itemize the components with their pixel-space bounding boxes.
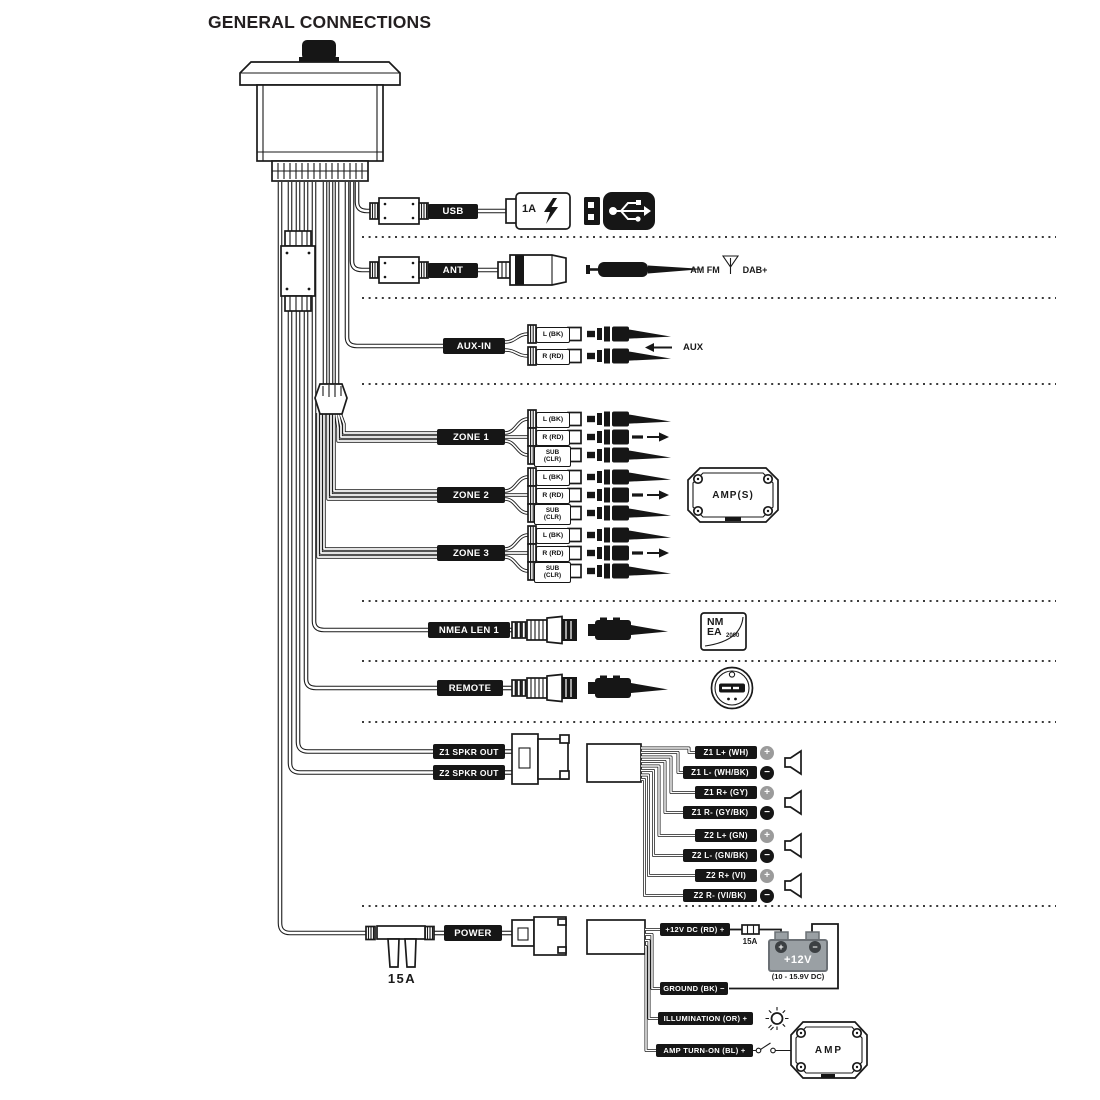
spkr-wire-label: Z2 R+ (VI) bbox=[695, 869, 757, 882]
ant-cable-label: ANT bbox=[428, 262, 478, 278]
power-label: POWER bbox=[444, 925, 502, 941]
speaker-icon bbox=[784, 873, 802, 898]
nmea-logo-line2: EA bbox=[707, 626, 722, 638]
inline-fuse-rating: 15A bbox=[387, 970, 417, 986]
v12-dc-label: +12V DC (RD) + bbox=[660, 923, 730, 936]
polarity-plus-icon: + bbox=[760, 745, 774, 760]
amp-box bbox=[790, 1021, 868, 1079]
remote-label: REMOTE bbox=[437, 680, 503, 696]
zone1-label: ZONE 1 bbox=[437, 429, 505, 445]
rca-plug bbox=[587, 326, 671, 364]
zone3-jack-l: L (BK) bbox=[536, 528, 570, 544]
spkr-wire-label: Z2 R- (VI/BK) bbox=[683, 889, 757, 902]
aux-jack-right: R (RD) bbox=[536, 349, 570, 365]
zone3-label: ZONE 3 bbox=[437, 545, 505, 561]
usb-amp-rating: 1A bbox=[522, 203, 537, 215]
ferrite-filter bbox=[280, 230, 316, 312]
battery-range: (10 - 15.9V DC) bbox=[771, 972, 825, 981]
zone1-jack-l: L (BK) bbox=[536, 412, 570, 428]
m12-connector bbox=[511, 615, 578, 645]
speaker-icon bbox=[784, 750, 802, 775]
power-fan-wires bbox=[643, 928, 663, 1052]
polarity-minus-icon: − bbox=[760, 848, 774, 863]
fuse-holder bbox=[365, 925, 435, 968]
illumination-label: ILLUMINATION (OR) + bbox=[658, 1012, 753, 1025]
nmea-logo-line1: NM bbox=[707, 616, 724, 628]
amp-turn-on-label: AMP TURN-ON (BL) + bbox=[656, 1044, 753, 1057]
bulb-icon bbox=[765, 1007, 789, 1031]
antenna-plug bbox=[586, 262, 704, 277]
ant-breakout-box bbox=[369, 256, 429, 284]
nmea-label: NMEA LEN 1 bbox=[428, 622, 510, 638]
zone2-label: ZONE 2 bbox=[437, 487, 505, 503]
usb-port-connector bbox=[505, 192, 571, 230]
amps-box-label: AMP(S) bbox=[712, 489, 754, 501]
speaker-icon bbox=[784, 790, 802, 815]
aux-jack-left: L (BK) bbox=[536, 327, 570, 343]
rotary-knob-icon bbox=[302, 40, 336, 60]
z1-spkr-out-label: Z1 SPKR OUT bbox=[433, 744, 505, 759]
aux-source-label: AUX bbox=[682, 341, 704, 353]
amps-box bbox=[687, 467, 779, 523]
usb-cable-label: USB bbox=[428, 203, 478, 219]
power-harness-connector bbox=[586, 919, 646, 955]
nmea-logo-year: 2000 bbox=[726, 633, 740, 639]
power-connector bbox=[511, 916, 567, 956]
zone3-jack-sub: SUB (CLR) bbox=[534, 562, 571, 583]
ground-label: GROUND (BK) − bbox=[660, 982, 728, 995]
polarity-plus-icon: + bbox=[760, 868, 774, 883]
lightning-bolt-icon bbox=[544, 198, 558, 224]
zone2-jack-sub: SUB (CLR) bbox=[534, 504, 571, 525]
arrow-left-icon bbox=[645, 343, 672, 352]
cable-splitter-boot bbox=[314, 383, 348, 415]
amp-box-label: AMP bbox=[814, 1044, 844, 1056]
spkr-wire-label: Z2 L- (GN/BK) bbox=[683, 849, 757, 862]
m12-connector bbox=[511, 673, 578, 703]
zone3-jack-r: R (RD) bbox=[536, 546, 570, 562]
aux-in-label: AUX-IN bbox=[443, 338, 505, 354]
zone1-jack-sub: SUB (CLR) bbox=[534, 446, 571, 467]
antenna-jack bbox=[497, 254, 567, 286]
usb-breakout-box bbox=[369, 197, 429, 225]
polarity-plus-icon: + bbox=[760, 828, 774, 843]
speaker-harness-connector bbox=[586, 743, 642, 783]
nmea2000-logo bbox=[700, 612, 747, 651]
zone-rca-plugs bbox=[587, 411, 671, 579]
spkr-wire-label: Z1 L+ (WH) bbox=[695, 746, 757, 759]
zone1-jack-r: R (RD) bbox=[536, 430, 570, 446]
spkr-wire-label: Z2 L+ (GN) bbox=[695, 829, 757, 842]
antenna-icon bbox=[721, 255, 740, 274]
speaker-icon bbox=[784, 833, 802, 858]
polarity-plus-icon: + bbox=[760, 785, 774, 800]
spkr-wire-label: Z1 R+ (GY) bbox=[695, 786, 757, 799]
m12-plug bbox=[588, 617, 668, 640]
radio-band-left: AM FM bbox=[690, 264, 720, 275]
z2-spkr-out-label: Z2 SPKR OUT bbox=[433, 765, 505, 780]
head-unit bbox=[239, 40, 401, 182]
battery-minus-terminal: − bbox=[809, 941, 821, 953]
radio-band-right: DAB+ bbox=[742, 264, 768, 275]
spkr-wire-label: Z1 L- (WH/BK) bbox=[683, 766, 757, 779]
battery-voltage: +12V bbox=[784, 954, 812, 966]
fuse-icon bbox=[741, 924, 760, 935]
speaker-connector bbox=[511, 733, 570, 785]
polarity-minus-icon: − bbox=[760, 805, 774, 820]
polarity-minus-icon: − bbox=[760, 765, 774, 780]
zone-fan-cables bbox=[316, 332, 530, 573]
v12-fuse-rating: 15A bbox=[742, 936, 758, 946]
zone2-jack-r: R (RD) bbox=[536, 488, 570, 504]
polarity-minus-icon: − bbox=[760, 888, 774, 903]
page-title: GENERAL CONNECTIONS bbox=[208, 12, 432, 32]
m12-plug bbox=[588, 675, 668, 698]
zone2-jack-l: L (BK) bbox=[536, 470, 570, 486]
usb-plug-icon bbox=[584, 192, 655, 230]
battery-plus-terminal: + bbox=[775, 941, 787, 953]
switch-icon bbox=[753, 1042, 792, 1054]
spkr-wire-label: Z1 R- (GY/BK) bbox=[683, 806, 757, 819]
remote-icon bbox=[710, 666, 754, 710]
